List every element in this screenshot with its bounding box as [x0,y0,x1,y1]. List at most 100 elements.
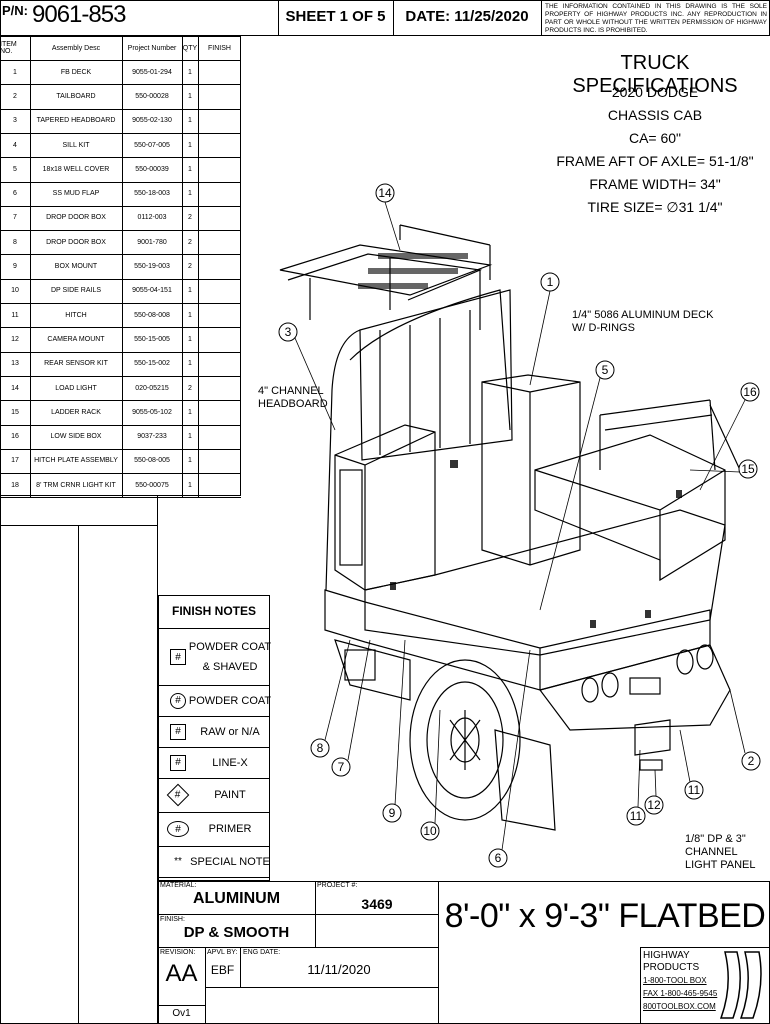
bom-cell: 550-18-003 [134,190,170,198]
finish-notes-title: FINISH NOTES [171,604,256,618]
revision-label: REVISION: [160,949,196,956]
callout-6: 6 [495,851,502,865]
finish-symbol-square: # [170,754,186,771]
bom-cell: HITCH PLATE ASSEMBLY [34,457,118,465]
bom-cell: 5 [13,165,17,173]
bom-cell [198,473,241,497]
revision-ov: Ov1 [172,1008,191,1019]
bom-cell: 550-15-005 [134,335,170,343]
finish-note-text: PAINT [214,789,246,801]
bom-header-0: ITEM NO. [0,41,17,55]
bom-cell: CAMERA MOUNT [47,335,105,343]
bom-row-line [0,303,241,304]
company-line[interactable]: 1-800-TOOL BOX [643,976,707,985]
bom-cell: 9055-05-102 [132,408,172,416]
bom-cell: 1 [13,68,17,76]
bom-cell: 4 [13,141,17,149]
bom-cell: 9037-233 [137,433,167,441]
bom-cell: HITCH [65,311,87,319]
bom-cell: TAPERED HEADBOARD [36,117,116,125]
company-line: HIGHWAY [643,950,690,961]
bom-col-line [182,36,183,498]
bom-cell: 550-00075 [135,481,169,489]
bom-cell: 1 [188,335,192,343]
bom-cell: 18 [11,481,19,489]
bom-cell: 0112-003 [137,214,167,222]
bom-cell: DROP DOOR BOX [46,214,106,222]
callout-8: 8 [317,741,324,755]
bom-cell: 7 [13,214,17,222]
bom-cell: 13 [11,360,19,368]
bom-cell: 2 [13,92,17,100]
bom-cell: FB DECK [60,68,92,76]
bom-row-line [0,278,241,280]
bom-cell: 550-00039 [135,165,169,173]
apvl-value: EBF [210,963,235,977]
truck-spec-line: TIRE SIZE= ∅31 1/4" [587,199,723,215]
bom-cell: 9055-01-294 [132,68,172,76]
bom-cell: 1 [188,287,192,295]
callout-10: 10 [423,824,437,838]
bom-cell: SS MUD FLAP [52,190,100,198]
bom-cell: 3 [13,117,17,125]
bom-cell: 14 [11,384,19,392]
bom-cell: 550-19-003 [134,263,170,271]
bom-cell [198,230,241,254]
finish-label: FINISH: [160,916,185,923]
bom-cell: 1 [188,92,192,100]
callout-9: 9 [389,806,396,820]
callout-11b: 11 [688,783,701,797]
callout-5: 5 [602,363,609,377]
finish-row-line [158,877,270,878]
truck-spec-line: 2020 DODGE [611,84,699,100]
bom-cell: 9055-02-130 [132,117,172,125]
bom-cell: 1 [188,360,192,368]
bom-cell: 550-08-005 [134,457,170,465]
company-line[interactable]: 800TOOLBOX.COM [643,1002,716,1011]
bom-row-line [0,497,241,499]
bom-cell: BOX MOUNT [54,263,98,271]
material-value: ALUMINUM [192,890,281,907]
bom-cell: 2 [188,238,192,246]
finish-row-line [158,846,270,847]
pn-value: 9061-853 [32,1,126,28]
finish-note-text: LINE-X [212,756,248,769]
callout-12: 12 [647,798,661,812]
material-label: MATERIAL: [160,882,197,889]
bom-row-line [0,327,241,329]
bom-col-line [198,36,199,498]
bom-cell: 2 [188,214,192,222]
finish-value: DP & SMOOTH [183,924,290,941]
callout-3: 3 [285,325,292,339]
bom-row-line [0,375,241,377]
finish-row-line [158,747,270,748]
bom-row-line [0,132,241,134]
apvl-label: APVL BY: [207,949,238,956]
bom-cell: 6 [13,190,17,198]
left-frame [0,496,158,1024]
bom-row-line [0,181,241,183]
bom-cell [198,60,241,84]
bom-cell: 12 [11,335,19,343]
finish-row-line [158,716,270,717]
finish-note-text: RAW or N/A [200,725,260,738]
bom-cell [198,352,241,376]
bom-cell: LOW SIDE BOX [50,433,102,441]
company-line[interactable]: FAX 1-800-465-9545 [643,989,718,998]
bom-row-line [0,424,241,426]
bom-cell: 16 [11,433,19,441]
truck-spec-line: FRAME AFT OF AXLE= 51-1/8" [556,153,754,169]
bom-row-line [0,254,241,256]
bom-cell: 17 [11,457,19,465]
bom-cell: 020-05215 [135,384,169,392]
bom-cell: 1 [188,433,192,441]
bom-row-line [0,473,241,475]
sheet-number: SHEET 1 OF 5 [285,8,386,25]
bom-cell: 2 [188,263,192,271]
company-line: PRODUCTS [643,962,700,973]
bom-cell: REAR SENSOR KIT [44,360,108,368]
bom-cell [198,449,241,473]
bom-cell: LOAD LIGHT [55,384,97,392]
bom-cell: DP SIDE RAILS [50,287,102,295]
